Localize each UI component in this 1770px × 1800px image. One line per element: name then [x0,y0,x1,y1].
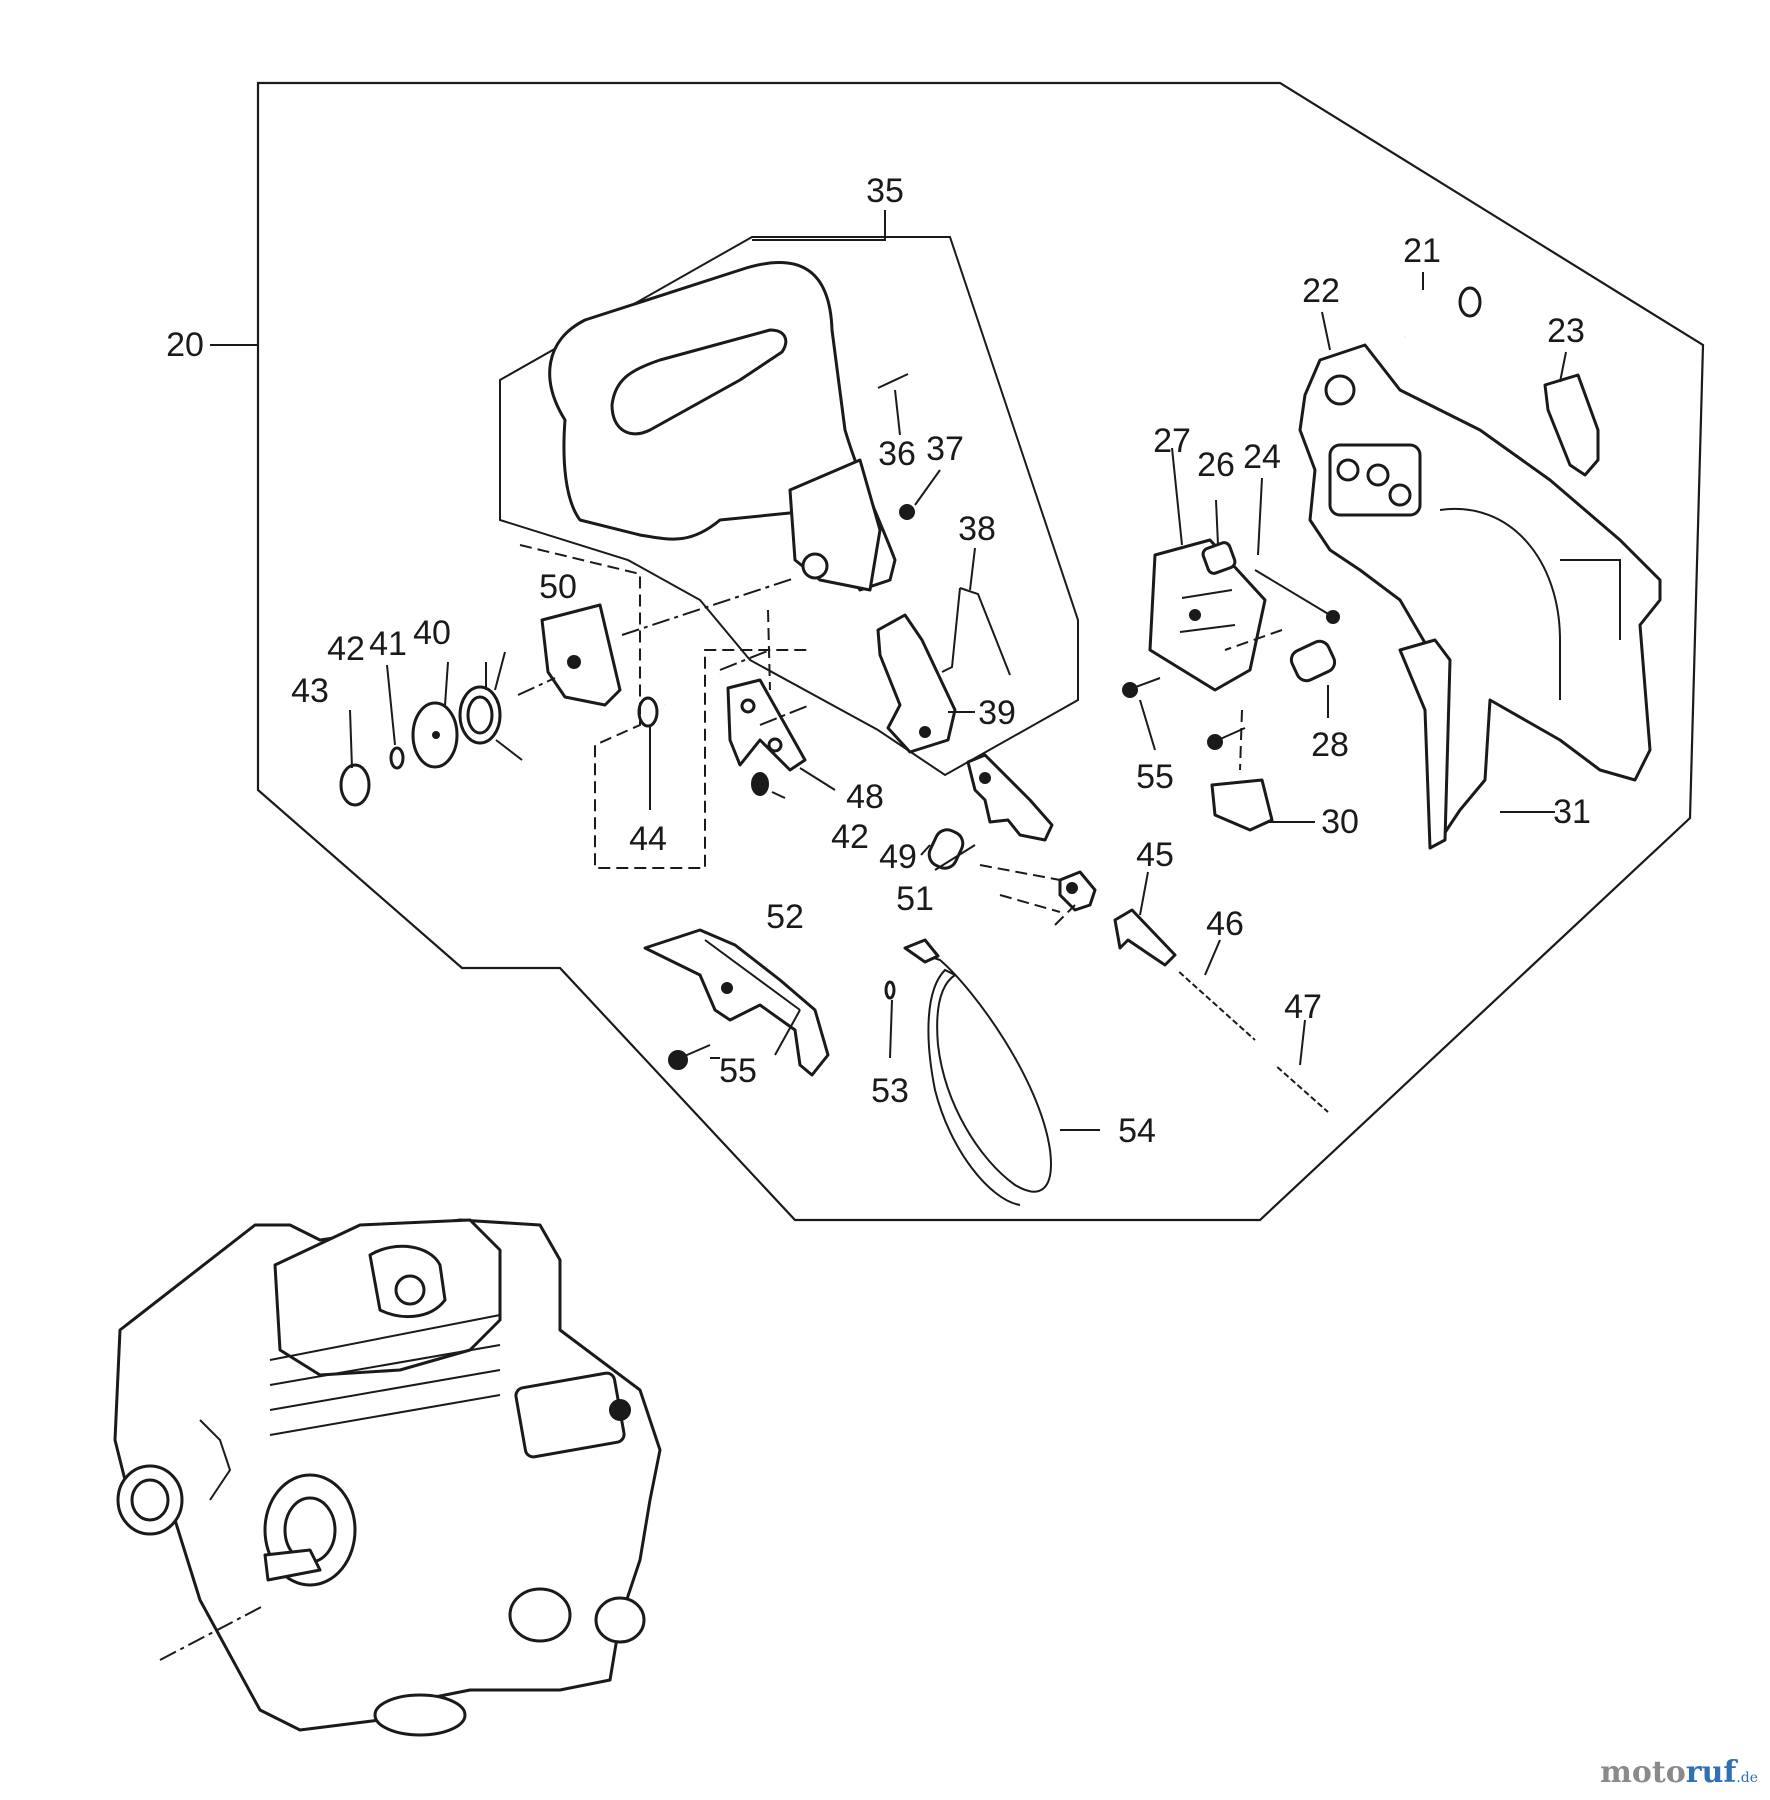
label-35: 35 [866,172,904,210]
label-21: 21 [1403,232,1441,270]
assembly-boundary [256,81,1705,1222]
label-50: 50 [539,568,577,606]
part-37-nut [899,504,915,520]
part-30-plate [1210,778,1274,832]
label-49: 49 [879,838,917,876]
part-55-screw-upper [1122,677,1246,750]
part-44-bolt [637,671,722,728]
guide-line [1239,709,1243,771]
label-23: 23 [1547,312,1585,350]
label-48: 48 [846,778,884,816]
guide-line [1224,629,1283,651]
label-28: 28 [1311,726,1349,764]
part-21-bolt [1403,286,1482,341]
label-31: 31 [1553,793,1591,831]
part-40-coil-spring [458,651,523,761]
part-28-spacer [1289,639,1337,683]
part-53-pin [884,980,896,1000]
label-26: 26 [1197,446,1235,484]
label-55-upper: 55 [1136,758,1174,796]
label-42-lower: 42 [831,818,869,856]
guide-line [767,609,771,691]
part-41-washer [411,701,459,769]
label-40: 40 [413,614,451,652]
part-labels: 20 21 22 23 24 26 27 28 30 31 35 36 37 3… [166,172,1591,1150]
guide-line [519,544,810,869]
part-48-bracket [726,678,807,772]
part-55-screw-lower [668,1044,711,1070]
guide-line [759,704,811,726]
part-50-plate [540,603,622,707]
label-22: 22 [1302,272,1340,310]
label-41: 41 [369,625,407,663]
label-24: 24 [1243,438,1281,476]
part-38-spring [941,587,1011,676]
label-45: 45 [1136,836,1174,874]
label-20: 20 [166,326,204,364]
watermark-part3: .de [1736,1770,1758,1786]
watermark-part1: moto [1600,1755,1686,1790]
part-42-clip [389,746,405,770]
label-39: 39 [978,694,1016,732]
label-52: 52 [766,898,804,936]
watermark-part2: ruf [1685,1755,1737,1790]
part-47-spring [1273,1063,1330,1114]
engine-block [113,1218,662,1737]
guide-line [719,649,771,671]
label-42: 42 [327,630,365,668]
label-46: 46 [1206,905,1244,943]
part-49-bushing [927,828,965,870]
part-39-lever [876,613,957,754]
label-37: 37 [926,430,964,468]
part-52-catcher [643,928,830,1077]
guide-line [621,577,796,636]
label-43: 43 [291,672,329,710]
label-55-lower: 55 [719,1052,757,1090]
part-46-spring [1174,967,1258,1043]
part-43-nut [339,763,371,807]
label-38: 38 [958,510,996,548]
label-53: 53 [871,1072,909,1110]
label-54: 54 [1118,1112,1156,1150]
part-24-stud [1254,569,1340,624]
part-54-brake-band [903,938,1052,1206]
label-36: 36 [878,435,916,473]
part-27-plate [1148,538,1267,692]
part-51-linkage [966,753,1097,926]
label-27: 27 [1153,422,1191,460]
part-36-pin [877,373,909,389]
leader-lines [210,210,1567,1131]
part-31-cover [1298,343,1662,850]
watermark-logo: motoruf.de [1600,1755,1758,1790]
label-47: 47 [1284,988,1322,1026]
label-30: 30 [1321,803,1359,841]
part-45-latch [1113,908,1177,967]
label-51: 51 [896,880,934,918]
guide-line [517,677,556,696]
part-42-clip-lower [751,772,769,796]
label-44: 44 [629,820,667,858]
part-26-nut [1201,541,1237,575]
part-23-cap [1543,373,1600,477]
part-35-hand-guard [499,236,1079,777]
